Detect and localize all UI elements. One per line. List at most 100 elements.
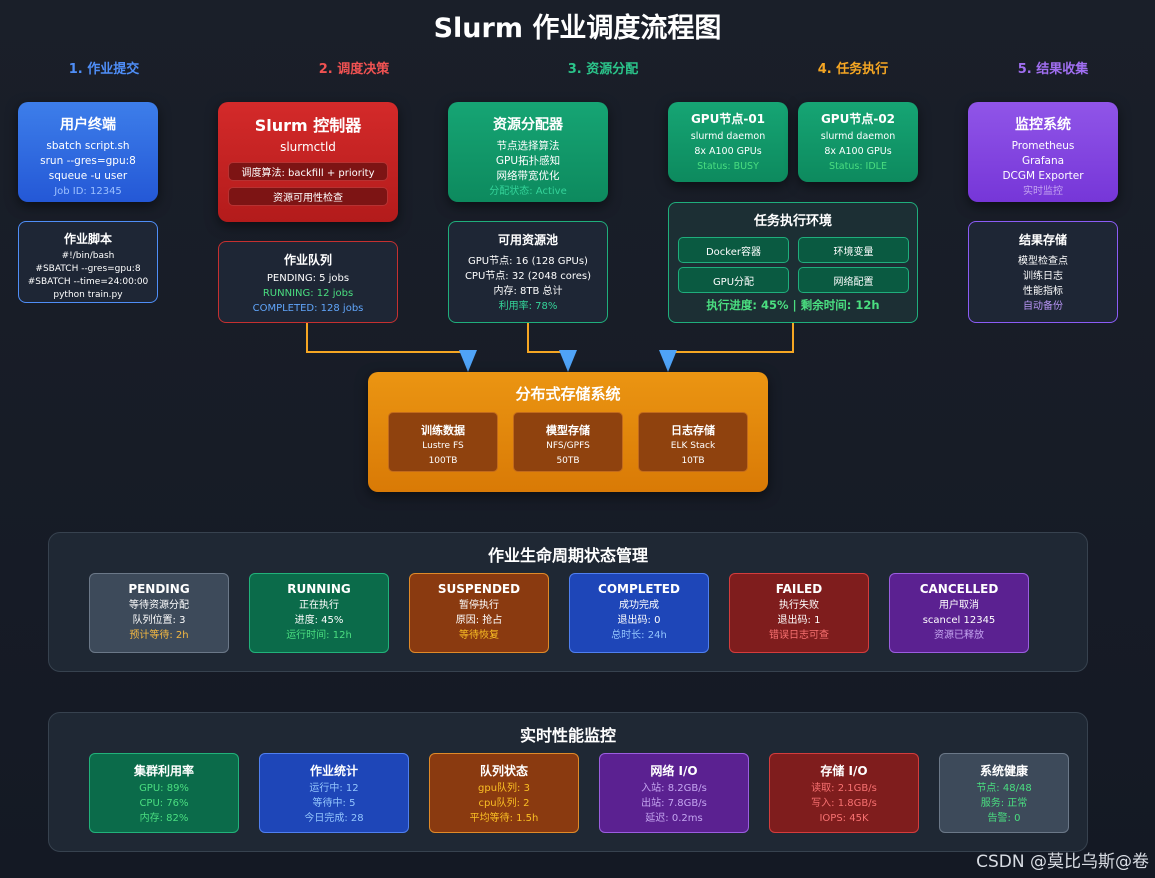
execution-environment-node: 任务执行环境 Docker容器 环境变量 GPU分配 网络配置 执行进度: 45…: [668, 202, 918, 323]
allocator-line: 网络带宽优化: [496, 170, 560, 182]
state-name: SUSPENDED: [437, 582, 521, 596]
stage-label-submit: 1. 作业提交: [68, 62, 140, 77]
allocator-line: GPU拓扑感知: [495, 155, 561, 167]
storage-item-fs: ELK Stack: [670, 441, 716, 451]
state-note: 等待恢复: [459, 630, 499, 641]
user-terminal-line: srun --gres=gpu:8: [40, 155, 136, 167]
allocator-title: 资源分配器: [493, 117, 563, 133]
gpu-node-01-status: Status: BUSY: [697, 161, 759, 172]
metric-value: 出站: 7.8GB/s: [641, 798, 707, 809]
state-note: 运行时间: 12h: [286, 630, 352, 641]
state-line: 执行失败: [779, 600, 819, 611]
metric-value: 节点: 48/48: [976, 783, 1032, 794]
job-script-line: python train.py: [53, 290, 123, 300]
storage-item-fs: NFS/GPFS: [546, 441, 590, 451]
job-queue-node: 作业队列 PENDING: 5 jobs RUNNING: 12 jobs CO…: [218, 241, 398, 323]
metric-card-title: 存储 I/O: [820, 764, 868, 778]
gpu-node-02: GPU节点-02 slurmd daemon 8x A100 GPUs Stat…: [798, 102, 918, 182]
metric-value: 读取: 2.1GB/s: [811, 783, 877, 794]
state-line: 进度: 45%: [294, 615, 344, 626]
stage-label-allocate: 3. 资源分配: [567, 62, 639, 77]
storage-item-log-storage: 日志存储 ELK Stack 10TB: [638, 412, 748, 472]
connector-pool-storage: [527, 323, 568, 353]
monitoring-line: Prometheus: [1011, 140, 1075, 152]
connector-queue-storage: [306, 323, 468, 353]
state-name: PENDING: [128, 582, 190, 596]
monitoring-footer: 实时监控: [1023, 186, 1063, 197]
monitoring-line: DCGM Exporter: [1002, 170, 1084, 182]
stage-label-collect: 5. 结果收集: [1017, 62, 1089, 77]
state-note: 资源已释放: [934, 630, 984, 641]
state-line: 成功完成: [619, 600, 659, 611]
state-line: scancel 12345: [922, 615, 996, 626]
state-line: 等待资源分配: [129, 600, 189, 611]
state-note: 错误日志可查: [769, 630, 829, 641]
lifecycle-title: 作业生命周期状态管理: [487, 546, 648, 565]
job-script-line: #SBATCH --time=24:00:00: [27, 277, 149, 287]
metric-card-title: 系统健康: [979, 764, 1028, 778]
job-id-label: Job ID: 12345: [54, 186, 122, 197]
storage-title: 分布式存储系统: [515, 385, 621, 403]
env-variables-item: 环境变量: [798, 237, 909, 263]
state-line: 退出码: 1: [777, 615, 821, 626]
queue-completed-count: COMPLETED: 128 jobs: [252, 303, 364, 314]
job-script-line: #SBATCH --gres=gpu:8: [35, 264, 141, 274]
exec-progress-label: 执行进度: 45% | 剩余时间: 12h: [706, 298, 880, 312]
docker-container-item: Docker容器: [678, 237, 789, 263]
state-note: 总时长: 24h: [611, 630, 667, 641]
gpu-node-01: GPU节点-01 slurmd daemon 8x A100 GPUs Stat…: [668, 102, 788, 182]
gpu-node-line: 8x A100 GPUs: [824, 146, 892, 157]
arrow-down-icon: [559, 350, 577, 372]
flow-connectors: [306, 323, 794, 372]
metric-value: 等待中: 5: [312, 798, 356, 809]
gpu-node-line: 8x A100 GPUs: [694, 146, 762, 157]
resource-allocator-node: 资源分配器 节点选择算法 GPU拓扑感知 网络带宽优化 分配状态: Active: [448, 102, 608, 202]
metric-card-title: 集群利用率: [133, 764, 194, 778]
gpu-node-01-title: GPU节点-01: [690, 112, 766, 126]
metric-value: 今日完成: 28: [304, 813, 364, 824]
state-note: 预计等待: 2h: [129, 630, 189, 641]
connector-exec-storage: [668, 323, 794, 353]
stage-label-execute: 4. 任务执行: [817, 62, 889, 77]
state-line: 用户取消: [939, 600, 979, 611]
user-terminal-line: sbatch script.sh: [46, 140, 130, 152]
metric-value: 入站: 8.2GB/s: [641, 783, 707, 794]
state-name: COMPLETED: [598, 582, 680, 596]
state-line: 正在执行: [299, 600, 339, 611]
metric-value: 延迟: 0.2ms: [645, 813, 703, 824]
job-script-node: 作业脚本 #!/bin/bash #SBATCH --gres=gpu:8 #S…: [18, 221, 158, 303]
arrow-down-icon: [459, 350, 477, 372]
allocator-line: 节点选择算法: [496, 140, 560, 152]
gpu-node-02-title: GPU节点-02: [820, 112, 896, 126]
metric-value: CPU: 76%: [139, 798, 189, 809]
resource-pool-title: 可用资源池: [497, 233, 558, 247]
state-line: 队列位置: 3: [132, 615, 186, 626]
user-terminal-title: 用户终端: [60, 117, 116, 133]
scheduler-algorithm-pill: 调度算法: backfill + priority: [228, 162, 388, 181]
metric-value: gpu队列: 3: [478, 783, 530, 794]
user-terminal-node: 用户终端 sbatch script.sh srun --gres=gpu:8 …: [18, 102, 158, 202]
metric-value: 运行中: 12: [309, 783, 359, 794]
resource-check-pill: 资源可用性检查: [228, 187, 388, 206]
resource-pool-line: 内存: 8TB 总计: [493, 286, 563, 297]
result-storage-node: 结果存储 模型检查点 训练日志 性能指标 自动备份: [968, 221, 1118, 323]
monitoring-line: Grafana: [1021, 155, 1065, 167]
metric-card: 网络 I/O 入站: 8.2GB/s 出站: 7.8GB/s 延迟: 0.2ms: [599, 753, 749, 833]
allocator-status: 分配状态: Active: [489, 186, 567, 197]
metric-card-title: 网络 I/O: [650, 764, 698, 778]
controller-subtitle: slurmctld: [280, 140, 336, 154]
result-storage-line: 训练日志: [1023, 271, 1063, 282]
controller-title: Slurm 控制器: [254, 116, 362, 135]
job-queue-title: 作业队列: [283, 253, 332, 267]
state-line: 原因: 抢占: [455, 615, 503, 626]
resource-utilization: 利用率: 78%: [498, 301, 558, 312]
